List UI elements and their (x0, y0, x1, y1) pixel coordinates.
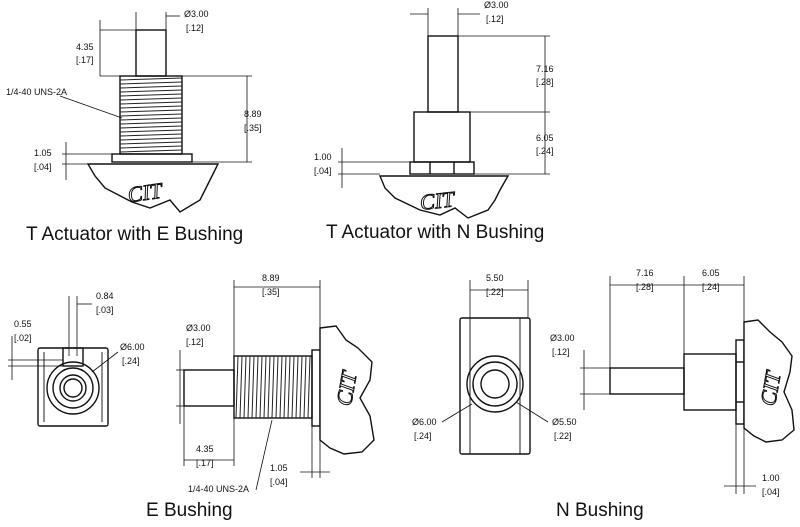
bushing-flange (111, 153, 193, 163)
cit-logo: CIT (126, 178, 165, 208)
dim-ns-100-mm: 1.00 (762, 473, 780, 483)
cit-logo: CIT (419, 186, 457, 215)
caption-e: E Bushing (146, 500, 233, 521)
dim-te-dia-in: [.12] (186, 23, 204, 33)
dim-ns-dia-in: [.12] (552, 347, 570, 357)
dim-ef-084-mm: 0.84 (96, 291, 114, 301)
n-bushing-face (459, 317, 531, 455)
dim-nf-d550-in: [.22] (554, 431, 572, 441)
e-bushing-front-view: 0.84 [.03] 0.55 [.02] Ø6.00 [.24] (8, 291, 145, 427)
dim-ns-605-in: [.24] (702, 282, 720, 292)
dim-es-889-mm: 8.89 (262, 273, 280, 283)
dim-tn-716-in: [.28] (536, 77, 554, 87)
dim-tn-605-mm: 6.05 (536, 133, 554, 143)
plunger-hole (59, 374, 87, 402)
dim-nf-600-mm: Ø6.00 (412, 417, 437, 427)
dim-ns-716-in: [.28] (636, 282, 654, 292)
dim-es-dia-in: [.12] (186, 337, 204, 347)
dim-tn-100-in: [.04] (314, 166, 332, 176)
dim-nf-550-mm: 5.50 (486, 273, 504, 283)
t-actuator-head (743, 319, 795, 443)
bushing-circle (466, 355, 524, 413)
dim-tn-100-mm: 1.00 (314, 152, 332, 162)
t-actuator-head (86, 163, 220, 213)
dim-te-dia-mm: Ø3.00 (184, 9, 209, 19)
caption-n: N Bushing (556, 500, 644, 521)
plunger-rod (609, 367, 685, 395)
dim-es-dia-mm: Ø3.00 (186, 323, 211, 333)
n-bushing-front-view: 5.50 [.22] Ø6.00 [.24] Ø5.50 [.22] (412, 273, 577, 455)
keyway-slot (62, 347, 84, 367)
plunger-rod (183, 369, 235, 407)
dim-ef-055-in: [.02] (14, 333, 32, 343)
n-bushing-body (683, 353, 737, 411)
dim-nf-d550-mm: Ø5.50 (552, 417, 577, 427)
caption-t-n: T Actuator with N Bushing (326, 222, 544, 243)
dim-ns-100-in: [.04] (762, 487, 780, 497)
t-actuator-n-bushing-view: CIT Ø3.00 [.12] 7.16 [.28] 6.05 [.24] 1.… (314, 0, 554, 243)
caption-t-e: T Actuator with E Bushing (26, 224, 243, 245)
t-actuator-e-bushing-view: CIT Ø3.00 [.12] 4.35 [.17] 1/4-40 UNS-2A… (6, 9, 262, 245)
dim-tn-605-in: [.24] (536, 146, 554, 156)
n-bushing-side-view: CIT 7.16 [.28] 6.05 [.24] Ø3.00 [.12] 1.… (550, 268, 795, 521)
t-actuator-head (319, 325, 375, 455)
thread-circle (46, 361, 100, 415)
t-actuator-head (378, 175, 510, 219)
dim-tn-716-mm: 7.16 (536, 64, 554, 74)
dim-ns-716-mm: 7.16 (636, 268, 654, 278)
dim-te-105-mm: 1.05 (34, 148, 52, 158)
dim-te-435-in: [.17] (76, 55, 94, 65)
e-bushing-side-view: CIT 8.89 [.35] Ø3.00 [.12] 4.35 [.17] 1.… (146, 273, 375, 521)
n-bushing-body (413, 111, 471, 163)
dim-ns-dia-mm: Ø3.00 (550, 333, 575, 343)
thread-lines (119, 77, 183, 153)
dim-ef-600-mm: Ø6.00 (120, 342, 145, 352)
dim-ef-084-in: [.03] (96, 305, 114, 315)
dim-ns-605-mm: 6.05 (702, 268, 720, 278)
dim-te-889-in: [.35] (244, 123, 262, 133)
dim-tn-dia-in: [.12] (486, 14, 504, 24)
dim-es-105-mm: 1.05 (270, 463, 288, 473)
bushing-flange (735, 339, 745, 425)
thread-lines (235, 355, 311, 419)
plunger-rod (135, 29, 167, 77)
dim-es-435-in: [.17] (196, 458, 214, 468)
dim-es-thread: 1/4-40 UNS-2A (188, 484, 249, 494)
bushing-flange (409, 161, 475, 175)
plunger-hole (480, 369, 510, 399)
dim-ef-055-mm: 0.55 (14, 319, 32, 329)
bushing-flange (311, 349, 321, 427)
dim-nf-600-in: [.24] (414, 431, 432, 441)
dim-te-thread: 1/4-40 UNS-2A (6, 87, 67, 97)
dim-te-105-in: [.04] (34, 162, 52, 172)
dim-tn-dia-mm: Ø3.00 (484, 0, 509, 10)
plunger-rod (427, 35, 459, 113)
dim-es-435-mm: 4.35 (196, 444, 214, 454)
dim-ef-600-in: [.24] (122, 356, 140, 366)
dim-es-105-in: [.04] (270, 477, 288, 487)
dim-nf-550-in: [.22] (486, 287, 504, 297)
dim-te-435-mm: 4.35 (76, 42, 94, 52)
dim-te-889-mm: 8.89 (244, 109, 262, 119)
dim-es-889-in: [.35] (262, 287, 280, 297)
